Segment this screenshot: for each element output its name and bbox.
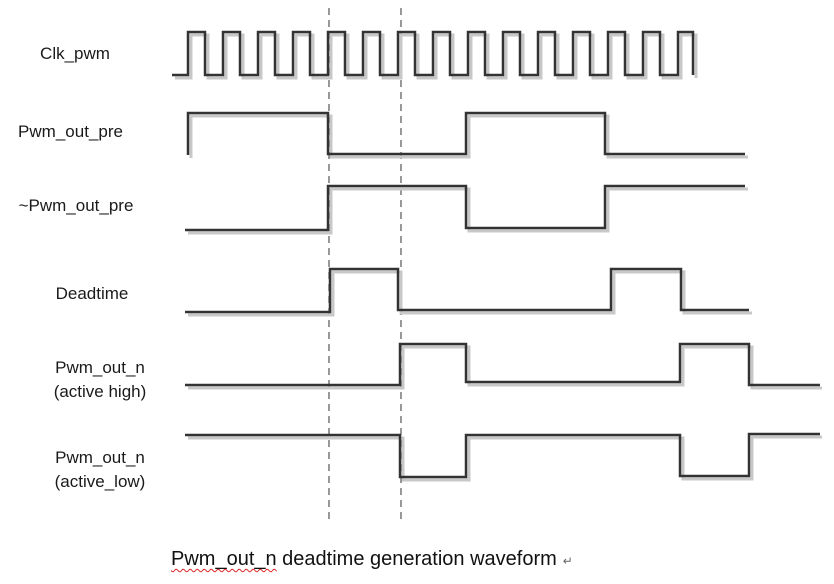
wave-clk-pwm	[172, 30, 695, 77]
wave-pwm-out-n-active-high	[185, 342, 820, 387]
wave-clk-pwm-shadow	[175, 33, 698, 80]
label-pwm-out-n-active-low-line1: Pwm_out_n	[55, 448, 145, 467]
label-pwm-out-pre-line1: Pwm_out_pre	[18, 122, 123, 141]
wave-deadtime	[185, 267, 749, 314]
paragraph-mark-icon: ↵	[562, 554, 573, 568]
label-clk-pwm: Clk_pwm	[20, 42, 130, 66]
label-pwm-out-n-active-low: Pwm_out_n (active_low)	[40, 446, 160, 494]
label-deadtime-line1: Deadtime	[55, 284, 129, 303]
caption-signal-name: Pwm_out_n	[171, 548, 277, 570]
wave-pwm-out-n-active-low-shadow	[188, 435, 822, 482]
wave-pwm-out-n-active-high-shadow	[188, 345, 822, 390]
wave-pwm-out-n-active-low	[185, 432, 820, 479]
label-clk-pwm-line1: Clk_pwm	[40, 44, 110, 63]
label-pwm-out-n-active-low-line2: (active_low)	[54, 472, 146, 491]
diagram-caption: Pwm_out_n deadtime generation waveform ↵	[171, 548, 573, 571]
label-pwm-out-pre: Pwm_out_pre	[8, 120, 133, 144]
label-pwm-out-pre-inverted-line1: ~Pwm_out_pre	[18, 196, 134, 215]
label-deadtime: Deadtime	[40, 282, 144, 306]
wave-deadtime-shadow	[188, 270, 752, 317]
label-pwm-out-n-active-high-line1: Pwm_out_n	[55, 358, 145, 377]
label-pwm-out-pre-inverted: ~Pwm_out_pre	[6, 194, 146, 218]
wave-pwm-out-pre-inverted	[185, 184, 745, 232]
label-pwm-out-n-active-high-line2: (active high)	[53, 382, 147, 401]
label-pwm-out-n-active-high: Pwm_out_n (active high)	[40, 356, 160, 404]
wave-pwm-out-pre-shadow	[189, 114, 748, 159]
caption-text: deadtime generation waveform	[276, 548, 557, 570]
wave-pwm-out-pre	[186, 111, 745, 156]
wave-pwm-out-pre-inverted-shadow	[188, 187, 748, 235]
